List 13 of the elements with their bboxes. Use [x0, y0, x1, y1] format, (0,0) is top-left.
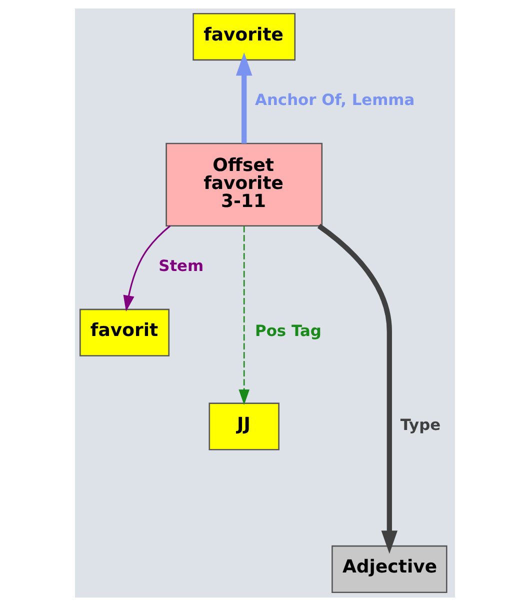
- node-box: Adjective: [331, 545, 447, 593]
- arrow: [238, 226, 250, 405]
- node-box: favorit: [79, 308, 170, 356]
- arrow: [235, 52, 252, 144]
- node-box: JJ: [208, 402, 279, 450]
- edge-label: Type: [400, 416, 440, 434]
- edge-label: Pos Tag: [254, 322, 321, 340]
- arrow: [316, 224, 398, 554]
- node-box: Offset favorite 3-11: [165, 142, 322, 226]
- edge-label: Stem: [158, 256, 204, 275]
- arrow: [122, 225, 170, 312]
- edge-label: Anchor Of, Lemma: [254, 91, 414, 110]
- node-box: favorite: [192, 13, 296, 61]
